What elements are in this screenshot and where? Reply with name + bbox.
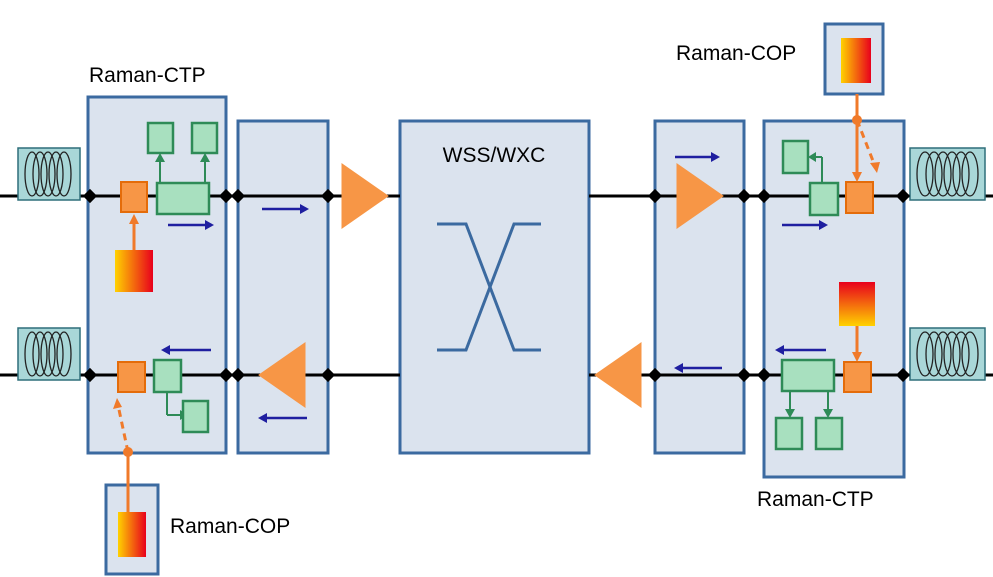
- filter-module-icon: [152, 358, 183, 394]
- raman-cop-top-right-label: Raman-COP: [676, 42, 796, 65]
- raman-coupler-icon: [117, 361, 146, 393]
- raman-cop-bottom-left-label: Raman-COP: [170, 515, 290, 538]
- filter-module-icon: [774, 416, 804, 451]
- wss-wxc-module: [398, 119, 591, 455]
- amplifier-triangle-icon: [594, 342, 642, 408]
- junction-dots: [82, 188, 911, 383]
- fiber-coil-icon: [17, 327, 81, 381]
- fiber-coil-icon: [17, 147, 81, 201]
- amplifier-module-right: [653, 119, 746, 455]
- filter-module-icon: [155, 181, 211, 216]
- filter-module-icon: [808, 181, 840, 217]
- direction-arrow-icon: [262, 204, 309, 214]
- wss-cross-path-2: [437, 222, 541, 352]
- raman-pump-laser-icon: [839, 282, 875, 326]
- raman-ctp-right-label: Raman-CTP: [757, 488, 874, 511]
- amplifier-triangle-icon: [676, 163, 724, 229]
- fiber-coil-icon: [909, 327, 986, 381]
- raman-coupler-icon: [845, 181, 874, 214]
- amplifier-module-left: [236, 119, 330, 455]
- filter-module-icon: [814, 416, 844, 451]
- amplifier-triangle-icon: [341, 163, 389, 229]
- amplifier-triangle-icon: [258, 342, 306, 408]
- raman-coupler-icon: [120, 181, 148, 213]
- pump-dashed-path: [116, 404, 130, 453]
- direction-arrow-icon: [258, 413, 307, 423]
- fiber-coil-icon: [909, 147, 986, 201]
- raman-coupler-icon: [843, 361, 872, 393]
- direction-arrow-icon: [782, 220, 828, 230]
- raman-pump-laser-icon: [841, 38, 871, 83]
- direction-arrow-icon: [168, 220, 214, 230]
- pump-dashed-path: [855, 119, 877, 167]
- direction-arrow-icon: [674, 363, 722, 373]
- filter-module-icon: [181, 399, 210, 434]
- filter-module-icon: [146, 121, 175, 155]
- raman-ctp-left-label: Raman-CTP: [89, 64, 206, 87]
- raman-pump-laser-icon: [118, 512, 146, 557]
- wss-wxc-label: WSS/WXC: [443, 144, 546, 167]
- filter-module-icon: [781, 139, 810, 175]
- direction-arrow-icon: [775, 345, 826, 355]
- raman-pump-laser-icon: [115, 250, 153, 292]
- direction-arrow-icon: [675, 152, 720, 162]
- raman-ctp-left-module: [86, 95, 228, 455]
- direction-arrow-icon: [161, 345, 211, 355]
- filter-module-icon: [780, 358, 836, 393]
- filter-module-icon: [190, 121, 219, 155]
